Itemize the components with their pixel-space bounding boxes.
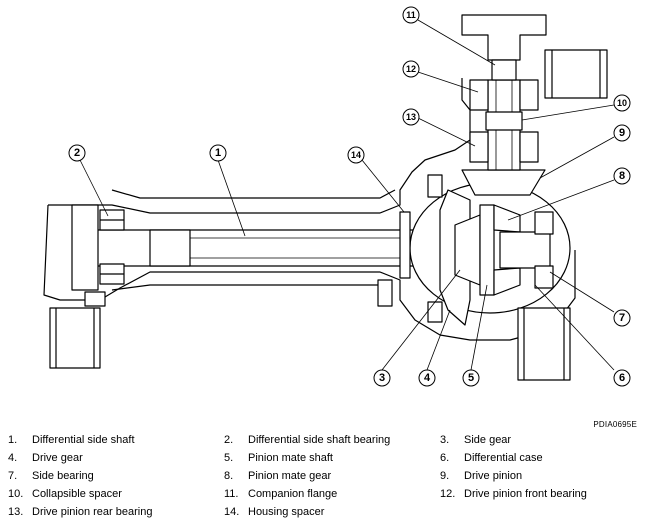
callout-9: 9 <box>619 127 625 139</box>
callout-1: 1 <box>215 147 221 159</box>
legend-number: 8. <box>224 470 234 482</box>
callout-12: 12 <box>406 64 416 74</box>
callout-markers <box>68 6 631 387</box>
callout-6: 6 <box>619 372 625 384</box>
side-bearing-lower <box>534 265 554 289</box>
callout-13: 13 <box>406 112 416 122</box>
left-mount-block <box>49 307 101 369</box>
callout-4: 4 <box>424 372 431 384</box>
legend-label: Differential side shaft bearing <box>248 434 391 446</box>
callout-2: 2 <box>74 147 80 159</box>
legend-row: 1. Differential side shaft 2. Differential… <box>8 434 648 452</box>
legend-number: 2. <box>224 434 234 446</box>
legend-number: 9. <box>440 470 450 482</box>
legend-label: Pinion mate gear <box>248 470 332 482</box>
figure-code: PDIA0695E <box>593 420 637 429</box>
legend-number: 5. <box>224 452 234 464</box>
side-bearing-upper <box>534 211 554 235</box>
pinion-mate-shaft <box>479 204 495 296</box>
drive-pinion-front-bearing-right <box>519 79 539 111</box>
legend-number: 1. <box>8 434 18 446</box>
legend-item: 12. Drive pinion front bearing <box>440 488 587 500</box>
legend-label: Pinion mate shaft <box>248 452 333 464</box>
legend-label: Drive pinion front bearing <box>464 488 587 500</box>
legend-label: Drive pinion <box>464 470 523 482</box>
legend-row: 7. Side bearing 8. Pinion mate gear 9. Driv… <box>8 470 648 488</box>
legend-label: Differential case <box>464 452 543 464</box>
collapsible-spacer <box>485 111 523 131</box>
legend-number: 14. <box>224 506 240 518</box>
legend-item: 13. Drive pinion rear bearing <box>8 506 152 518</box>
side-gear <box>454 214 481 286</box>
legend-label: Companion flange <box>248 488 338 500</box>
legend-label: Differential side shaft <box>32 434 135 446</box>
drive-pinion-front-bearing-left <box>469 79 489 111</box>
legend-number: 6. <box>440 452 450 464</box>
drive-pinion-rear-bearing-left <box>469 131 489 163</box>
callout-14: 14 <box>351 150 361 160</box>
legend-number: 7. <box>8 470 18 482</box>
bottom-right-mount <box>517 307 571 381</box>
legend-label: Drive pinion rear bearing <box>32 506 153 518</box>
legend-label: Collapsible spacer <box>32 488 122 500</box>
legend-row: 13. Drive pinion rear bearing 14. Housing … <box>8 506 648 524</box>
legend-number: 4. <box>8 452 18 464</box>
callout-5: 5 <box>468 372 474 384</box>
differential-cross-section-diagram: 1 2 3 4 5 6 7 8 9 10 11 12 13 14 <box>43 6 631 387</box>
legend-item: 9. Drive pinion <box>440 470 522 482</box>
callout-8: 8 <box>619 170 625 182</box>
drive-pinion-rear-bearing-right <box>519 131 539 163</box>
legend-row: 10. Collapsible spacer 11. Companion flang… <box>8 488 648 506</box>
legend-number: 3. <box>440 434 450 446</box>
legend-number: 12. <box>440 488 456 500</box>
callout-3: 3 <box>379 372 385 384</box>
drive-pinion <box>461 169 546 196</box>
legend-row: 4. Drive gear 5. Pinion mate shaft 6. Diffe… <box>8 452 648 470</box>
legend-item: 10. Collapsible spacer <box>8 488 122 500</box>
housing-spacer <box>399 211 411 279</box>
legend-number: 13. <box>8 506 24 518</box>
parts-legend: 1. Differential side shaft 2. Differential… <box>8 434 648 524</box>
differential-side-shaft <box>94 229 426 267</box>
legend-item: 3. Side gear <box>440 434 511 446</box>
legend-label: Drive gear <box>32 452 83 464</box>
pinion-mate-gear-lower <box>493 267 521 296</box>
legend-item: 1. Differential side shaft <box>8 434 135 446</box>
legend-number: 11. <box>224 488 239 500</box>
legend-item: 2. Differential side shaft bearing <box>224 434 390 446</box>
legend-label: Housing spacer <box>248 506 325 518</box>
legend-item: 5. Pinion mate shaft <box>224 452 333 464</box>
legend-label: Side bearing <box>32 470 94 482</box>
legend-item: 6. Differential case <box>440 452 543 464</box>
callout-7: 7 <box>619 312 625 324</box>
legend-item: 14. Housing spacer <box>224 506 324 518</box>
legend-item: 11. Companion flange <box>224 488 337 500</box>
legend-item: 8. Pinion mate gear <box>224 470 331 482</box>
callout-11: 11 <box>406 10 416 20</box>
legend-number: 10. <box>8 488 24 500</box>
companion-flange <box>461 14 547 61</box>
top-right-mount <box>544 49 608 99</box>
legend-label: Side gear <box>464 434 512 446</box>
callout-10: 10 <box>617 98 627 108</box>
legend-item: 7. Side bearing <box>8 470 94 482</box>
legend-item: 4. Drive gear <box>8 452 83 464</box>
